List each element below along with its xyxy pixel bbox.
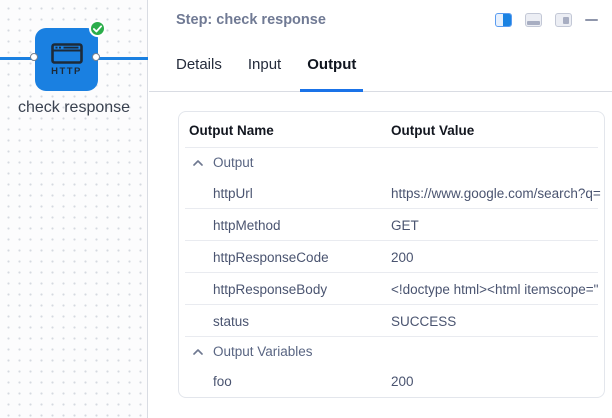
output-connection-port[interactable] bbox=[92, 53, 100, 61]
minimize-icon[interactable] bbox=[585, 19, 598, 21]
table-row: httpMethod GET bbox=[179, 209, 604, 241]
input-connection-port[interactable] bbox=[30, 53, 38, 61]
http-connector-icon bbox=[50, 42, 83, 64]
table-row: httpUrl https://www.google.com/search?q= bbox=[179, 177, 604, 209]
chevron-up-icon[interactable] bbox=[193, 348, 203, 355]
tab-output[interactable]: Output bbox=[300, 40, 364, 92]
table-row: httpResponseCode 200 bbox=[179, 241, 604, 273]
output-name: foo bbox=[213, 374, 232, 389]
node-label: check response bbox=[17, 99, 131, 116]
output-value: SUCCESS bbox=[391, 313, 457, 329]
success-check-icon bbox=[89, 20, 106, 37]
output-name: httpResponseBody bbox=[213, 281, 328, 297]
table-header-row: Output Name Output Value bbox=[179, 112, 604, 148]
group-row-output[interactable]: Output bbox=[179, 148, 604, 177]
right-panel-icon[interactable] bbox=[555, 13, 572, 27]
split-view-fill bbox=[503, 14, 511, 26]
tab-input[interactable]: Input bbox=[247, 56, 282, 73]
table-row: status SUCCESS bbox=[179, 305, 604, 337]
output-name: httpMethod bbox=[213, 217, 281, 233]
chevron-up-icon[interactable] bbox=[193, 159, 203, 166]
output-name: httpUrl bbox=[213, 185, 253, 201]
output-name: httpResponseCode bbox=[213, 249, 329, 265]
output-name: status bbox=[213, 313, 250, 329]
tab-details[interactable]: Details bbox=[176, 56, 222, 73]
output-value: 200 bbox=[391, 249, 414, 265]
bottom-panel-icon[interactable] bbox=[525, 13, 542, 27]
step-detail-panel: Step: check response Details Input Outpu… bbox=[149, 0, 612, 418]
group-label: Output bbox=[213, 155, 254, 170]
panel-header: Step: check response bbox=[149, 0, 612, 40]
column-header-output-value: Output Value bbox=[391, 122, 475, 138]
group-label: Output Variables bbox=[213, 344, 313, 359]
panel-title: Step: check response bbox=[176, 12, 326, 28]
output-value: https://www.google.com/search?q= bbox=[391, 185, 601, 201]
right-panel-fill bbox=[563, 17, 569, 24]
panel-view-controls bbox=[495, 13, 598, 27]
split-view-icon[interactable] bbox=[495, 13, 512, 27]
workflow-canvas[interactable]: HTTP check response bbox=[0, 0, 148, 418]
http-icon-label: HTTP bbox=[51, 65, 82, 77]
output-value: 200 bbox=[391, 374, 414, 389]
column-header-output-name: Output Name bbox=[189, 122, 274, 138]
bottom-panel-fill bbox=[527, 21, 540, 25]
table-row: foo 200 bbox=[179, 366, 604, 397]
output-table: Output Name Output Value Output httpUrl … bbox=[178, 111, 605, 398]
output-value: <!doctype html><html itemscope=" bbox=[391, 281, 599, 297]
group-row-output-variables[interactable]: Output Variables bbox=[179, 337, 604, 366]
output-value: GET bbox=[391, 217, 419, 233]
table-row: httpResponseBody <!doctype html><html it… bbox=[179, 273, 604, 305]
http-task-node[interactable]: HTTP bbox=[35, 20, 106, 91]
panel-tabs: Details Input Output bbox=[149, 40, 612, 92]
